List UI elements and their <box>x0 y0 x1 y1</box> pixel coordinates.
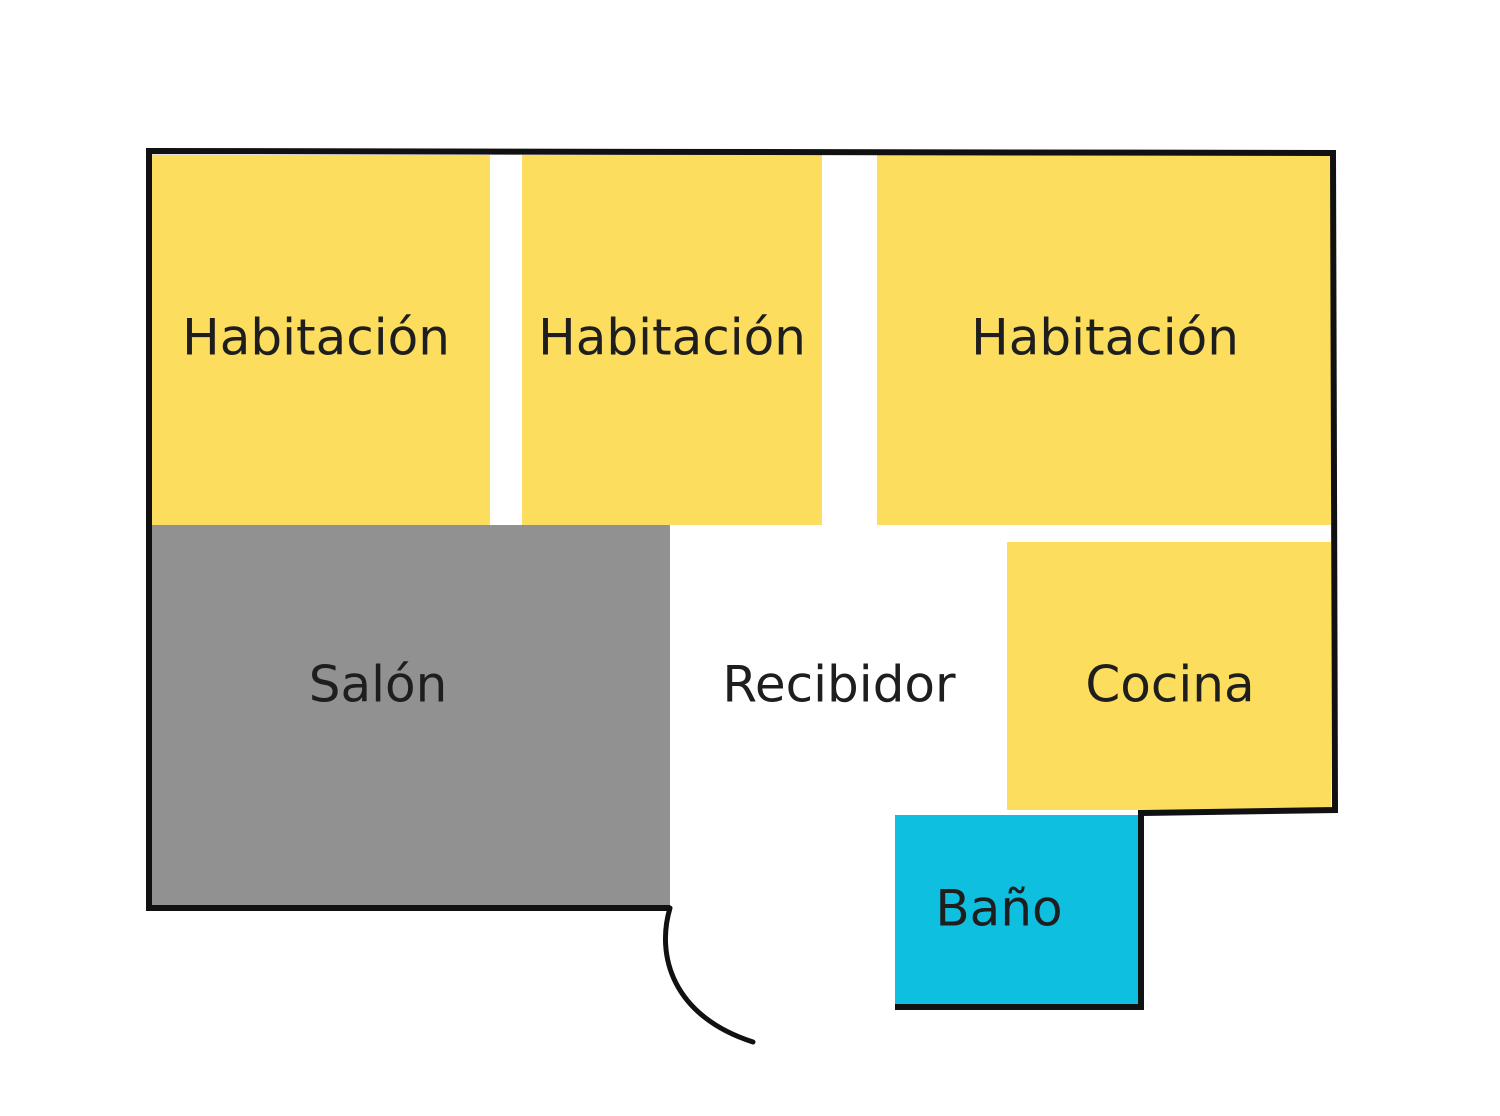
habitacion-2-label: Habitación <box>538 309 806 367</box>
habitacion-3-area <box>877 155 1331 525</box>
salon-area <box>152 525 670 908</box>
cocina-area <box>1007 542 1331 810</box>
bano-area <box>895 815 1141 1007</box>
entrance-door-arc <box>662 905 756 1045</box>
bano-label: Baño <box>935 880 1062 938</box>
salon-label: Salón <box>309 656 448 714</box>
recibidor-label: Recibidor <box>722 656 956 714</box>
habitacion-1-area <box>152 155 490 525</box>
habitacion-1-label: Habitación <box>182 309 450 367</box>
cocina-label: Cocina <box>1085 656 1254 714</box>
habitacion-3-label: Habitación <box>971 309 1239 367</box>
outer-wall <box>146 147 1339 1010</box>
habitacion-2-area <box>522 155 822 525</box>
